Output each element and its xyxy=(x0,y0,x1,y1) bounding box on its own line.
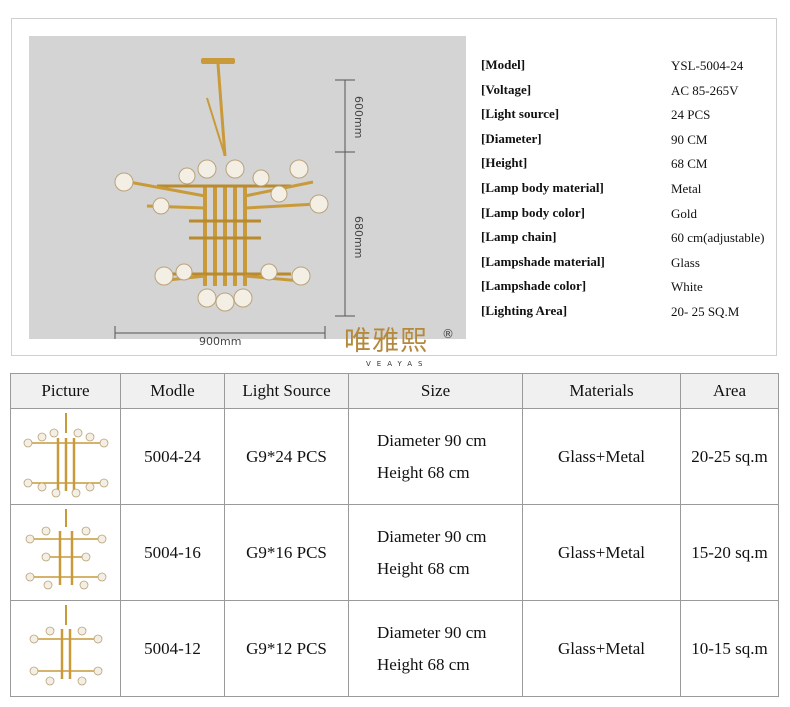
chandelier-thumbnail xyxy=(25,508,106,589)
spec-label: [Lampshade color] xyxy=(481,278,587,294)
spec-value: 20- 25 SQ.M xyxy=(671,303,740,319)
size-cell: Diameter 90 cm Height 68 cm xyxy=(348,600,523,697)
size-height: Height 68 cm xyxy=(377,558,470,578)
picture-cell xyxy=(10,600,121,697)
size-height: Height 68 cm xyxy=(377,462,470,482)
light-source-cell: G9*16 PCS xyxy=(224,504,349,601)
table-row: 5004-12 G9*12 PCS Diameter 90 cm Height … xyxy=(10,600,779,697)
header-area: Area xyxy=(680,373,779,409)
header-materials: Materials xyxy=(522,373,681,409)
spec-label: [Height] xyxy=(481,155,528,171)
picture-cell xyxy=(10,504,121,601)
chandelier-thumbnail xyxy=(29,604,102,685)
spec-label: [Model] xyxy=(481,57,526,72)
materials-cell: Glass+Metal xyxy=(522,600,681,697)
size-height: Height 68 cm xyxy=(377,654,470,674)
spec-value: Metal xyxy=(671,180,702,196)
brand-logo: 唯雅熙 ® VEAYAS xyxy=(344,326,456,369)
registered-mark: ® xyxy=(442,327,454,341)
spec-value: 90 CM xyxy=(671,131,708,147)
spec-label: [Lampshade material] xyxy=(481,253,605,269)
spec-label: [Voltage] xyxy=(481,81,532,97)
header-size: Size xyxy=(348,373,523,409)
model-cell: 5004-24 xyxy=(120,408,225,505)
spec-value: Gold xyxy=(671,205,697,221)
light-source-cell: G9*12 PCS xyxy=(224,600,349,697)
product-table: Picture Modle Light Source Size Material… xyxy=(10,373,779,697)
model-cell: 5004-16 xyxy=(120,504,225,601)
area-cell: 20-25 sq.m xyxy=(680,408,779,505)
dimension-width: 900mm xyxy=(199,335,241,348)
brand-name-cn: 唯雅熙 xyxy=(344,326,428,357)
spec-value: 68 CM xyxy=(671,156,708,172)
spec-label: [Diameter] xyxy=(481,130,542,146)
spec-label: [Lamp body color] xyxy=(481,204,585,220)
area-cell: 10-15 sq.m xyxy=(680,600,779,697)
spec-value: White xyxy=(671,279,703,295)
size-diameter: Diameter 90 cm xyxy=(377,430,487,450)
size-cell: Diameter 90 cm Height 68 cm xyxy=(348,504,523,601)
size-cell: Diameter 90 cm Height 68 cm xyxy=(348,408,523,505)
brand-name-en: VEAYAS xyxy=(366,360,429,368)
spec-label: [Lamp body material] xyxy=(481,179,604,195)
spec-value: YSL-5004-24 xyxy=(671,58,744,73)
spec-value: 24 PCS xyxy=(671,107,711,123)
size-diameter: Diameter 90 cm xyxy=(377,526,487,546)
spec-label: [Lamp chain] xyxy=(481,229,557,245)
header-model: Modle xyxy=(120,373,225,409)
header-picture: Picture xyxy=(10,373,121,409)
light-source-cell: G9*24 PCS xyxy=(224,408,349,505)
table-header-row: Picture Modle Light Source Size Material… xyxy=(10,373,779,409)
spec-panel: 600mm 680mm 900mm [Model] YSL-5004-24 [Vo… xyxy=(11,18,777,356)
materials-cell: Glass+Metal xyxy=(522,408,681,505)
header-light-source: Light Source xyxy=(224,373,349,409)
table-row: 5004-24 G9*24 PCS Diameter 90 cm Height … xyxy=(10,408,779,505)
area-cell: 15-20 sq.m xyxy=(680,504,779,601)
spec-label: [Light source] xyxy=(481,106,560,122)
model-cell: 5004-12 xyxy=(120,600,225,697)
materials-cell: Glass+Metal xyxy=(522,504,681,601)
table-row: 5004-16 G9*16 PCS Diameter 90 cm Height … xyxy=(10,504,779,601)
chandelier-photo: 600mm 680mm 900mm xyxy=(29,36,466,348)
spec-value: Glass xyxy=(671,254,700,270)
spec-label: [Lighting Area] xyxy=(481,302,568,318)
spec-value: 60 cm(adjustable) xyxy=(671,230,765,246)
picture-cell xyxy=(10,408,121,505)
chandelier-illustration: 600mm 680mm 900mm xyxy=(29,36,466,348)
size-diameter: Diameter 90 cm xyxy=(377,622,487,642)
dimension-height-body: 680mm xyxy=(352,216,365,258)
spec-value: AC 85-265V xyxy=(671,82,739,98)
dimension-height-top: 600mm xyxy=(352,96,365,138)
chandelier-thumbnail xyxy=(23,412,108,497)
